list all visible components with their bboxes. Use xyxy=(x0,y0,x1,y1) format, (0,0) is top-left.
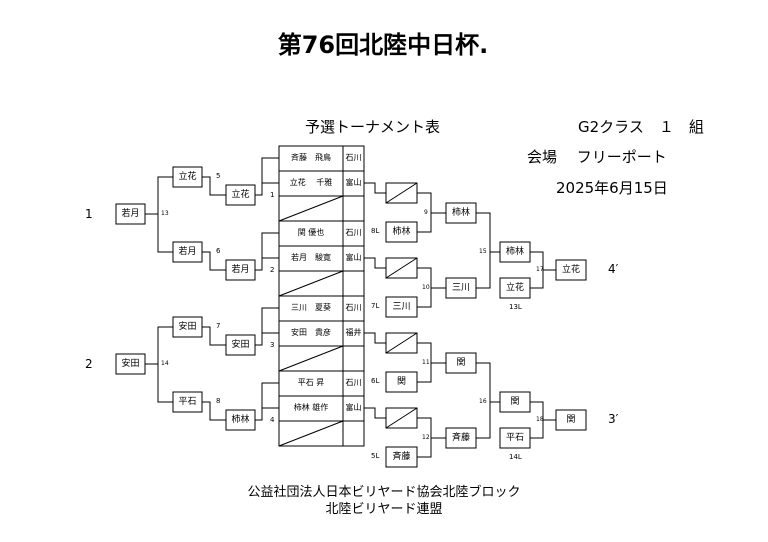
left-r1-winner: 若月 xyxy=(231,265,250,275)
player-name: 柿林 雄作 xyxy=(293,403,329,412)
match-number: 2 xyxy=(270,266,275,274)
venue: 会場 フリーポート xyxy=(527,148,667,166)
match-number: 15 xyxy=(479,248,487,255)
loser-label: 5L xyxy=(371,452,380,460)
match-number: 10 xyxy=(422,284,430,291)
rank-mark: 3′ xyxy=(608,412,619,426)
player-pref: 富山 xyxy=(345,178,362,187)
left-r3-winner: 安田 xyxy=(121,359,140,369)
group-number: 1 xyxy=(85,207,93,221)
right-r3-entry: 関 xyxy=(510,397,520,407)
class-label: G2クラス １ 組 xyxy=(578,118,704,136)
match-number: 1 xyxy=(270,191,275,199)
final-winner: 立花 xyxy=(561,265,580,275)
left-r1-winner: 立花 xyxy=(231,190,250,200)
player-name: 関 優也 xyxy=(297,228,325,237)
player-name: 三川 夏葵 xyxy=(291,303,331,312)
match-number: 6 xyxy=(216,247,221,255)
match-number: 9 xyxy=(424,209,428,216)
player-pref: 富山 xyxy=(345,403,362,412)
final-winner: 関 xyxy=(566,415,576,425)
loser-entry: 三川 xyxy=(392,302,411,312)
match-number: 16 xyxy=(479,398,487,405)
match-number: 8 xyxy=(216,397,221,405)
left-r2-winner: 立花 xyxy=(178,172,197,182)
match-number: 17 xyxy=(536,266,544,273)
loser-label: 6L xyxy=(371,377,380,385)
page-title: 第76回北陸中日杯. xyxy=(277,31,489,59)
right-r2-winner: 斉藤 xyxy=(451,433,470,443)
group-number: 2 xyxy=(85,357,93,371)
match-number: 11 xyxy=(422,359,430,366)
seed-label: 14L xyxy=(509,453,522,461)
subtitle: 予選トーナメント表 xyxy=(305,118,441,136)
footer-organization: 公益社団法人日本ビリヤード協会北陸ブロック xyxy=(247,485,521,500)
right-r2-winner: 柿林 xyxy=(451,208,470,218)
match-number: 5 xyxy=(216,172,221,180)
match-number: 14 xyxy=(161,360,169,367)
player-name: 立花 千雅 xyxy=(289,178,333,187)
right-r3-entry: 平石 xyxy=(505,433,524,443)
player-name: 安田 貴彦 xyxy=(291,328,331,337)
right-r2-winner: 三川 xyxy=(451,283,470,293)
loser-label: 8L xyxy=(371,227,380,235)
loser-label: 7L xyxy=(371,302,380,310)
right-r2-winner: 関 xyxy=(456,358,466,368)
right-r3-entry: 柿林 xyxy=(505,247,524,257)
match-number: 18 xyxy=(536,416,544,423)
player-pref: 石川 xyxy=(345,378,362,387)
loser-entry: 柿林 xyxy=(392,227,411,237)
player-pref: 福井 xyxy=(345,328,362,337)
player-name: 平石 昇 xyxy=(297,378,325,387)
player-pref: 石川 xyxy=(345,303,362,312)
match-number: 13 xyxy=(161,210,169,217)
match-number: 7 xyxy=(216,322,221,330)
rank-mark: 4′ xyxy=(608,262,619,276)
player-pref: 石川 xyxy=(345,228,362,237)
left-r1-winner: 安田 xyxy=(231,340,250,350)
footer-federation: 北陸ビリヤード連盟 xyxy=(325,502,443,517)
player-pref: 石川 xyxy=(345,153,362,162)
seed-label: 13L xyxy=(509,303,522,311)
date: 2025年6月15日 xyxy=(556,179,668,197)
match-number: 3 xyxy=(270,341,275,349)
player-name: 若月 駿寛 xyxy=(291,253,331,262)
left-r2-winner: 安田 xyxy=(178,322,197,332)
match-number: 12 xyxy=(422,434,430,441)
left-r2-winner: 若月 xyxy=(178,247,197,257)
match-number: 4 xyxy=(270,416,275,424)
right-r3-entry: 立花 xyxy=(505,283,524,293)
left-r3-winner: 若月 xyxy=(121,209,140,219)
loser-entry: 関 xyxy=(396,377,406,387)
player-pref: 富山 xyxy=(345,253,362,262)
player-name: 斉藤 飛鳥 xyxy=(291,153,331,162)
loser-entry: 斉藤 xyxy=(392,452,411,462)
left-r2-winner: 平石 xyxy=(178,397,197,407)
left-r1-winner: 柿林 xyxy=(231,415,250,425)
